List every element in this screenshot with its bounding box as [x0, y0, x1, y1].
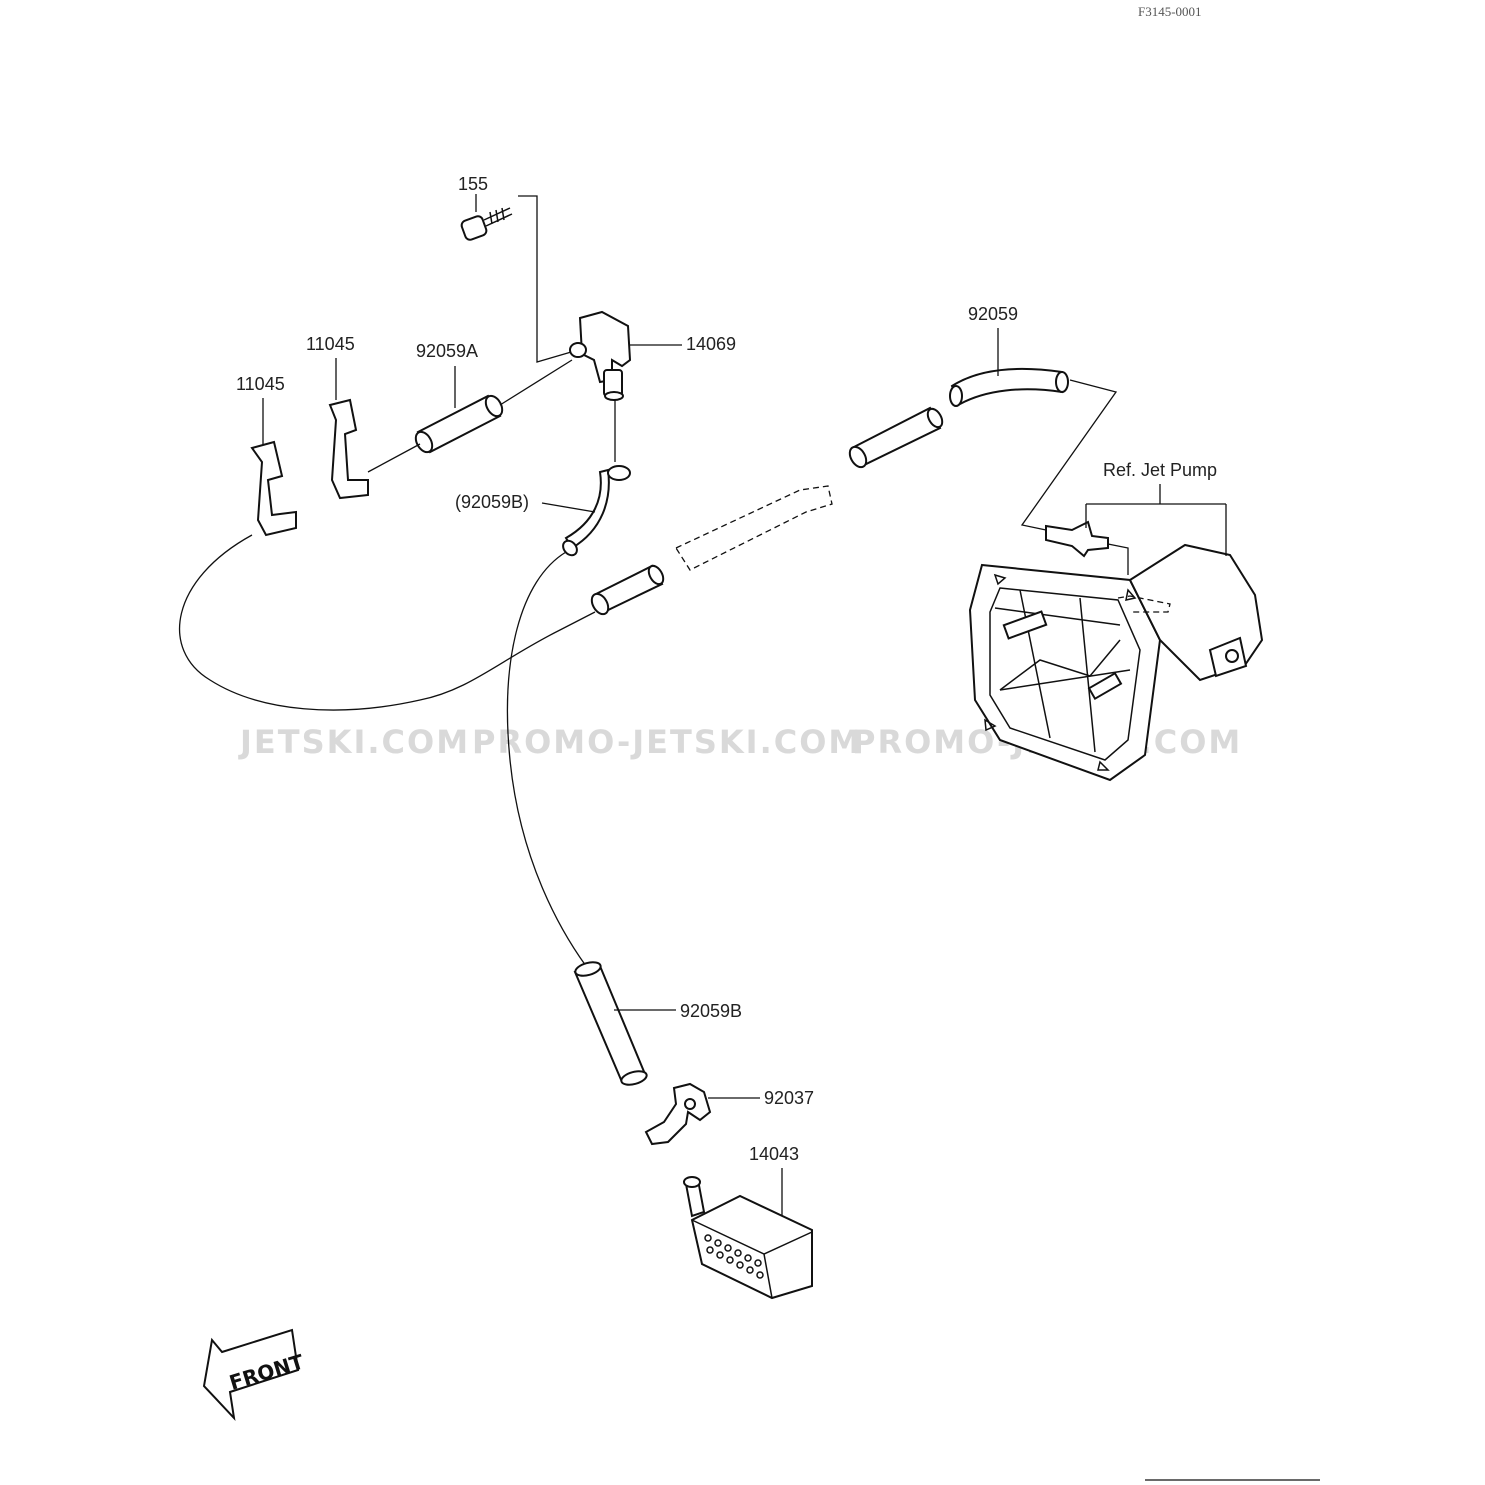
- label-155: 155: [458, 174, 488, 194]
- watermarks: JETSKI.COM PROMO-JETSKI.COM PROMO-JETSKI…: [238, 723, 1240, 761]
- label-14043: 14043: [749, 1144, 799, 1164]
- label-92059: 92059: [968, 304, 1018, 324]
- bolt-155: [460, 207, 513, 241]
- label-11045-lower: 11045: [236, 374, 285, 394]
- drawing-code: F3145-0001: [1138, 4, 1202, 19]
- clip-11045-upper: [328, 398, 369, 500]
- hose-92059B-elbow: [562, 465, 631, 557]
- fitting-14069: [569, 310, 632, 401]
- hose-dashed-ref: [675, 485, 833, 571]
- label-14069: 14069: [686, 334, 736, 354]
- label-92037: 92037: [764, 1088, 814, 1108]
- clip-11045-lower: [250, 440, 297, 537]
- jet-pump-housing: [968, 543, 1264, 782]
- jet-pump-nipple: [1045, 520, 1109, 558]
- hose-92059B: [573, 961, 648, 1086]
- filter-14043: [683, 1176, 813, 1300]
- label-92059B: 92059B: [680, 1001, 742, 1021]
- watermark-1: JETSKI.COM: [238, 723, 470, 761]
- hose-short-centre: [590, 564, 665, 616]
- label-92059B-paren: (92059B): [455, 492, 529, 512]
- front-arrow: FRONT: [202, 1328, 307, 1422]
- label-92059A: 92059A: [416, 341, 478, 361]
- hose-92059A: [414, 394, 504, 454]
- hose-92059: [949, 368, 1069, 407]
- clamp-92037: [644, 1082, 712, 1146]
- label-ref-jet-pump: Ref. Jet Pump: [1103, 460, 1217, 480]
- watermark-2: PROMO-JETSKI.COM: [472, 723, 862, 761]
- hose-short-upper: [848, 406, 944, 469]
- label-11045-upper: 11045: [306, 334, 355, 354]
